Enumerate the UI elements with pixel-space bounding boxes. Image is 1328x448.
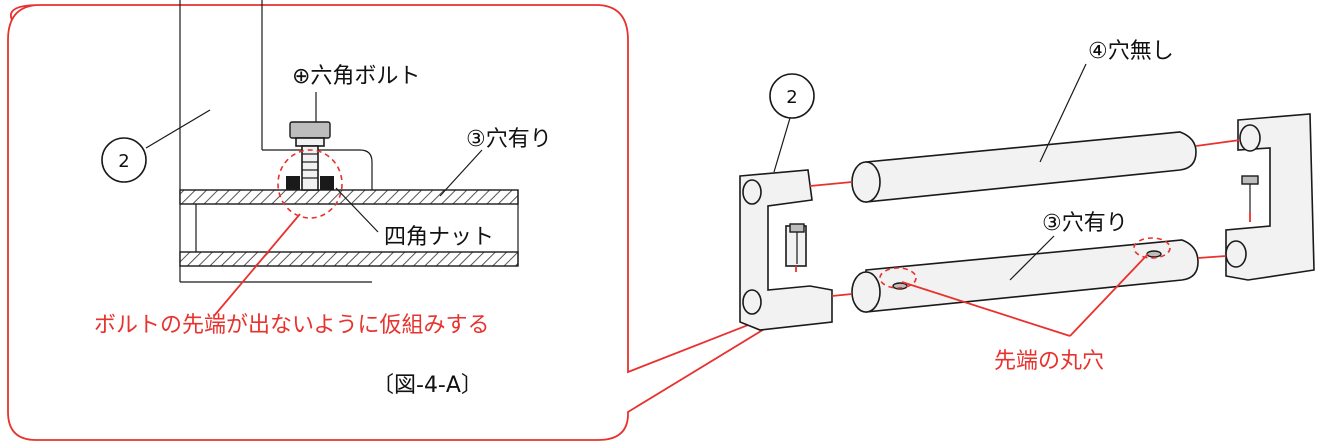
instruction-text: ボルトの先端が出ないように仮組みする — [94, 313, 490, 338]
tube-no-hole-label: ④穴無し — [1088, 39, 1174, 64]
assembly-view: 2 ④穴無し ③穴有り 先端の丸穴 — [739, 39, 1315, 374]
upper-tube — [851, 131, 1197, 203]
hex-bolt — [289, 121, 331, 191]
frame-part-2 — [179, 0, 373, 283]
square-nut — [286, 176, 334, 190]
part-number-circle: 2 — [101, 137, 147, 183]
figure-caption: 〔図-4-A〕 — [372, 373, 483, 398]
detail-callout: 2 ⊕六角ボルト ③穴有り 四角ナット ボルトの先端が出ないように仮組みする 〔… — [7, 0, 813, 441]
hole-highlight-left — [879, 267, 917, 289]
tube-bottom-wall — [179, 251, 519, 267]
right-bracket — [1225, 113, 1315, 281]
assembly-part-number-text: 2 — [786, 87, 797, 108]
hex-bolt-label: ⊕六角ボルト — [292, 64, 420, 89]
square-nut-label: 四角ナット — [384, 225, 494, 250]
callout-border — [7, 4, 813, 441]
bolt-tip-highlight — [277, 149, 343, 219]
part-number-text: 2 — [118, 151, 129, 172]
tip-hole-label: 先端の丸穴 — [994, 349, 1104, 374]
left-bracket — [739, 169, 833, 331]
lower-tube — [851, 237, 1199, 313]
assembly-part-number-circle: 2 — [769, 73, 815, 119]
hole-highlight-right — [1133, 237, 1171, 259]
tube-with-hole-label: ③穴有り — [466, 127, 552, 152]
assembly-tube-with-hole-label: ③穴有り — [1042, 211, 1128, 236]
